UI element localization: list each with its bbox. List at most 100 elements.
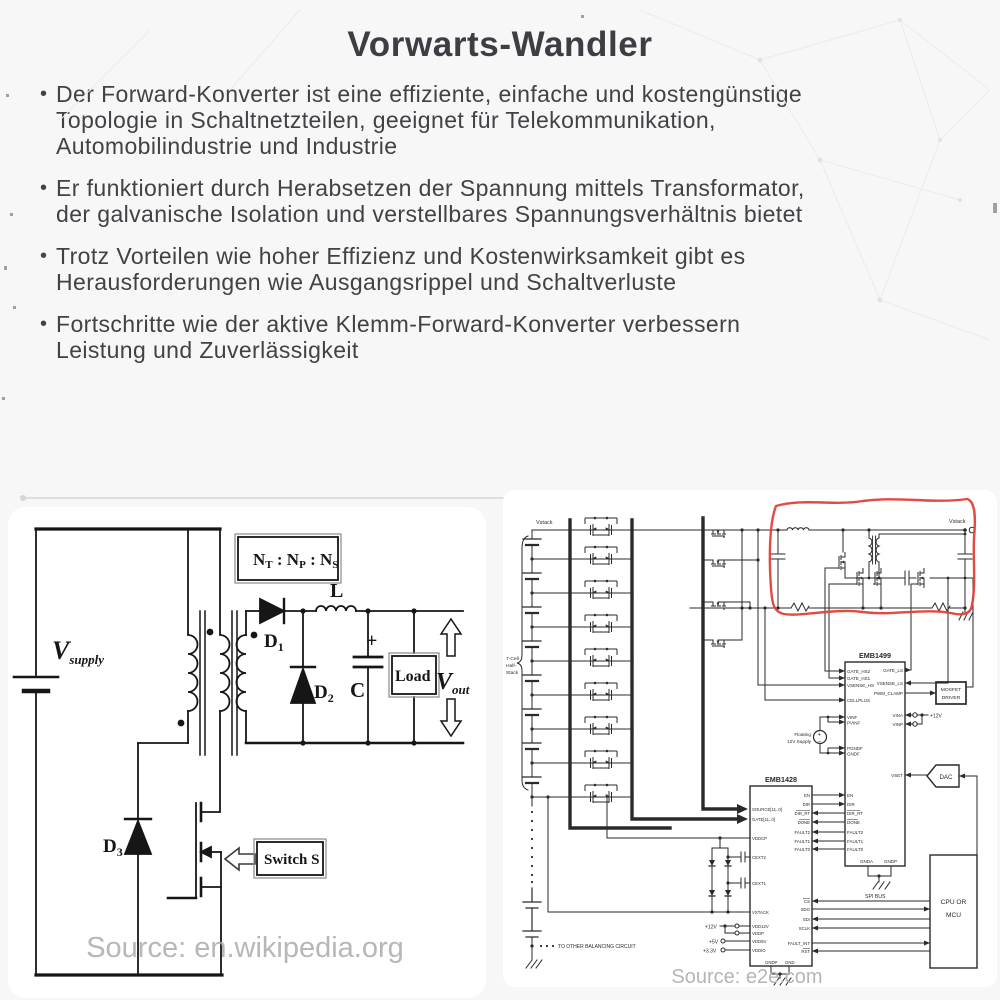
svg-text:VINF: VINF (847, 715, 858, 720)
bullet-text: Fortschritte wie der aktive Klemm-Forwar… (56, 311, 741, 363)
bullet-list: • Der Forward-Konverter ist eine effizie… (40, 81, 970, 363)
svg-text:CPU OR: CPU OR (941, 899, 967, 906)
emb1499-chip (844, 661, 906, 867)
plus12v-right-label: +12V (930, 714, 942, 720)
emb1428-title: EMB1428 (765, 775, 797, 784)
forward-converter-figure: Vsupply NT : NP : NS D1 D2 D3 L C + Load… (8, 507, 486, 998)
stack-taps (531, 558, 571, 798)
svg-text:EN: EN (804, 793, 810, 798)
svg-text:GNDF: GNDF (847, 752, 860, 757)
svg-text:VSENSE_LS: VSENSE_LS (877, 681, 903, 686)
spi-bus-lines (811, 900, 931, 952)
emb1428-chip (749, 785, 813, 967)
interchip-lines (811, 794, 846, 850)
switch-label: Switch S (264, 852, 319, 868)
filter-inductor (786, 527, 810, 531)
diode-d1 (245, 597, 317, 625)
svg-text:FAULT2: FAULT2 (847, 830, 864, 835)
svg-text:GNDA: GNDA (860, 859, 873, 864)
stack-brace (516, 535, 529, 791)
switch-pointer-arrow (223, 846, 256, 872)
v-supply-label: Vsupply (52, 636, 104, 667)
bullet-marker: • (40, 313, 48, 335)
cap-label: C (350, 678, 365, 702)
svg-text:DRIVER: DRIVER (942, 695, 961, 701)
vstack-right-label: Vstack (949, 519, 966, 525)
plus12v-pins-label: +12V (705, 925, 717, 931)
switch-box (253, 838, 327, 879)
top-rail (531, 526, 976, 534)
signal-arrows (737, 667, 965, 954)
svg-text:VDDCP: VDDCP (752, 836, 767, 841)
vout-arrows (439, 617, 463, 738)
svg-text:Floating: Floating (794, 732, 811, 737)
bullet-item: • Der Forward-Konverter ist eine effizie… (40, 81, 970, 159)
battery-symbol (12, 675, 60, 694)
inductor-label: L (330, 580, 343, 602)
diode-d3 (123, 742, 189, 976)
svg-text:12V Supply: 12V Supply (787, 739, 812, 744)
bullet-item: • Fortschritte wie der aktive Klemm-Forw… (40, 311, 970, 363)
svg-text:DONE: DONE (798, 820, 811, 825)
charge-pump-diodes (709, 860, 731, 896)
svg-text:VSTACK: VSTACK (752, 910, 769, 915)
svg-text:VINA: VINA (892, 713, 903, 718)
bullet-text: Der Forward-Konverter ist eine effizient… (56, 81, 803, 159)
svg-text:FAULT_INT: FAULT_INT (788, 941, 811, 946)
gate-source-buses (568, 516, 741, 830)
bullet-text: Trotz Vorteilen wie hoher Effizienz und … (56, 243, 746, 295)
cpu-box (929, 854, 978, 969)
flyback-stage (689, 529, 974, 621)
floating-supply (812, 716, 846, 754)
svg-text:FAULT0: FAULT0 (847, 847, 864, 852)
plus3v3-label: +3.3V (703, 949, 717, 955)
svg-text:PVINF: PVINF (847, 721, 861, 726)
svg-text:7-Cell: 7-Cell (506, 656, 519, 662)
svg-text:Half-: Half- (506, 663, 517, 669)
d3-label: D3 (103, 836, 123, 859)
svg-text:MCU: MCU (946, 912, 961, 919)
capacitor-c (352, 610, 384, 744)
svg-text:+: + (818, 733, 822, 739)
schematic-labels: Vsupply NT : NP : NS D1 D2 D3 L C + Load… (52, 550, 470, 868)
bullet-text: Er funktioniert durch Herabsetzen der Sp… (56, 175, 805, 227)
svg-text:CEXT2: CEXT2 (752, 855, 766, 860)
right-diagram-labels: Vstack Vstack 7-Cell Half- Stack TO OTHE… (506, 519, 967, 965)
svg-text:−: − (818, 740, 822, 746)
svg-text:SOURCE[11..0]: SOURCE[11..0] (752, 807, 782, 812)
svg-text:EN: EN (847, 793, 853, 798)
svg-text:GND: GND (785, 960, 795, 965)
to-other-label: TO OTHER BALANCING CIRCUIT (558, 944, 636, 950)
transformer-symbol (187, 528, 247, 756)
mosfet-matrix (584, 516, 618, 804)
bullet-marker: • (40, 83, 48, 105)
vstack-left-label: Vstack (536, 520, 553, 526)
svg-text:GATE_HS1: GATE_HS1 (847, 676, 871, 681)
svg-text:CELLPLUS: CELLPLUS (847, 698, 870, 703)
svg-text:GNDP: GNDP (884, 859, 897, 864)
svg-text:DONE: DONE (847, 820, 860, 825)
svg-text:SCLK: SCLK (799, 926, 810, 931)
plus5v-label: +5V (709, 940, 719, 946)
inductor-l (315, 605, 464, 612)
junction-dots (177, 608, 417, 746)
red-annotation-circle (768, 497, 977, 616)
svg-text:VSET: VSET (891, 773, 903, 778)
emb1499-title: EMB1499 (859, 651, 891, 660)
balancing-circuit-schematic: Vstack Vstack 7-Cell Half- Stack TO OTHE… (506, 497, 978, 987)
svg-text:GATE[11..0]: GATE[11..0] (752, 817, 775, 822)
bullet-item: • Er funktioniert durch Herabsetzen der … (40, 175, 970, 227)
diode-d2 (289, 610, 317, 744)
mosfet-switch (166, 710, 222, 976)
v-out-label: Vout (436, 669, 470, 697)
load-label: Load (395, 668, 431, 685)
svg-text:RST: RST (801, 949, 810, 954)
svg-text:GATE_HS2: GATE_HS2 (847, 669, 871, 674)
bullet-marker: • (40, 177, 48, 199)
dac-label: DAC (939, 774, 953, 781)
spi-bus-label: SPI BUS (865, 894, 886, 900)
emb1499-ground (867, 865, 892, 890)
svg-text:PGNDF: PGNDF (847, 746, 863, 751)
svg-text:VDDIO: VDDIO (752, 948, 766, 953)
svg-text:SDI: SDI (803, 917, 810, 922)
